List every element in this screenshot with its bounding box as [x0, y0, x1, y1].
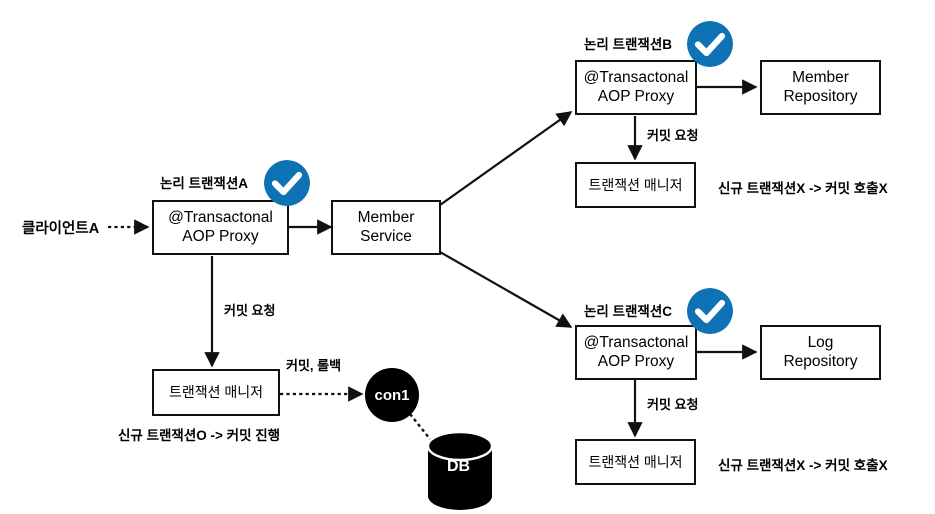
node-log-repository-label: Log Repository [783, 334, 858, 370]
node-log-repository[interactable]: Log Repository [760, 325, 881, 380]
node-member-repository[interactable]: Member Repository [760, 60, 881, 115]
node-tx-manager-a[interactable]: 트랜잭션 매니저 [152, 369, 280, 416]
node-member-service[interactable]: Member Service [331, 200, 441, 255]
node-member-service-label: Member Service [357, 209, 415, 245]
node-proxy-c-label: @Transactonal AOP Proxy [583, 334, 689, 370]
caption-logical-tx-b: 논리 트랜잭션B [584, 37, 673, 52]
node-proxy-c[interactable]: @Transactonal AOP Proxy [575, 325, 697, 380]
node-connection-con1[interactable]: con1 [365, 368, 419, 422]
edge-label-commit-rollback: 커밋, 롤백 [284, 355, 344, 374]
node-member-repository-label: Member Repository [783, 69, 858, 105]
node-tx-manager-b-label: 트랜잭션 매니저 [588, 176, 683, 193]
edge-label-commit-request-a: 커밋 요청 [222, 300, 278, 319]
node-database-label: DB [447, 458, 471, 475]
node-tx-manager-a-label: 트랜잭션 매니저 [168, 384, 264, 401]
node-tx-manager-c-label: 트랜잭션 매니저 [588, 453, 683, 470]
node-proxy-a-label: @Transactonal AOP Proxy [168, 209, 273, 245]
check-circle-icon [687, 288, 733, 334]
check-circle-icon [687, 21, 733, 67]
node-tx-manager-b[interactable]: 트랜잭션 매니저 [575, 162, 696, 208]
caption-logical-tx-c: 논리 트랜잭션C [584, 304, 673, 319]
node-proxy-b[interactable]: @Transactonal AOP Proxy [575, 60, 697, 115]
edge-label-commit-request-b: 커밋 요청 [645, 125, 701, 144]
client-label: 클라이언트A [22, 221, 100, 237]
node-connection-con1-label: con1 [374, 386, 410, 404]
edge-label-commit-request-c: 커밋 요청 [645, 394, 701, 413]
node-proxy-b-label: @Transactonal AOP Proxy [583, 69, 689, 105]
note-transaction-b: 신규 트랜잭션X -> 커밋 호출X [718, 181, 888, 196]
caption-logical-tx-a: 논리 트랜잭션A [160, 176, 249, 191]
node-proxy-a[interactable]: @Transactonal AOP Proxy [152, 200, 289, 255]
note-transaction-a: 신규 트랜잭션O -> 커밋 진행 [118, 428, 281, 443]
check-circle-icon [264, 160, 310, 206]
node-tx-manager-c[interactable]: 트랜잭션 매니저 [575, 439, 696, 485]
note-transaction-c: 신규 트랜잭션X -> 커밋 호출X [718, 458, 888, 473]
